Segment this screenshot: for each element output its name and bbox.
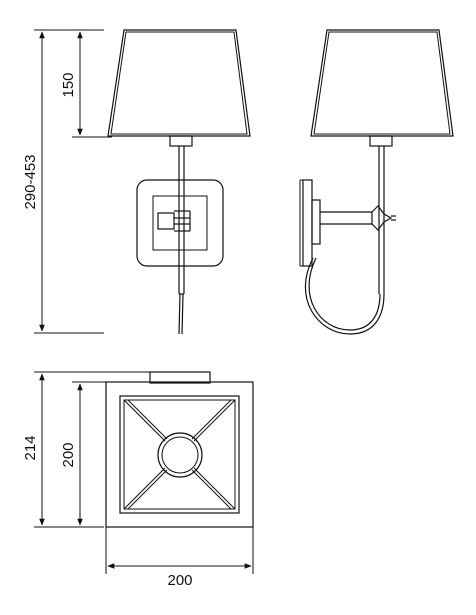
front-wall-plate: [136, 179, 224, 267]
label-plate-height-inner: 200: [60, 442, 77, 467]
front-view: [107, 29, 251, 335]
side-view: [299, 29, 454, 335]
dimension-plate-height-inner: 200: [60, 381, 106, 526]
side-shade: [310, 29, 454, 137]
side-wall-plate: [302, 179, 313, 267]
dimension-plate-height-outer: 214: [22, 371, 150, 528]
back-plate-outer: [105, 381, 254, 528]
dimension-plate-width: 200: [105, 527, 254, 589]
back-plate-center-circle: [157, 432, 203, 478]
label-shade-height: 150: [60, 72, 77, 97]
front-shade: [107, 29, 251, 137]
label-total-height: 290-453: [22, 154, 39, 209]
dimension-shade-height: 150: [60, 31, 112, 138]
label-plate-width: 200: [167, 572, 192, 589]
label-plate-height-outer: 214: [22, 435, 39, 460]
back-plate-view: [105, 371, 254, 528]
dimension-total-height: 290-453: [22, 29, 104, 334]
